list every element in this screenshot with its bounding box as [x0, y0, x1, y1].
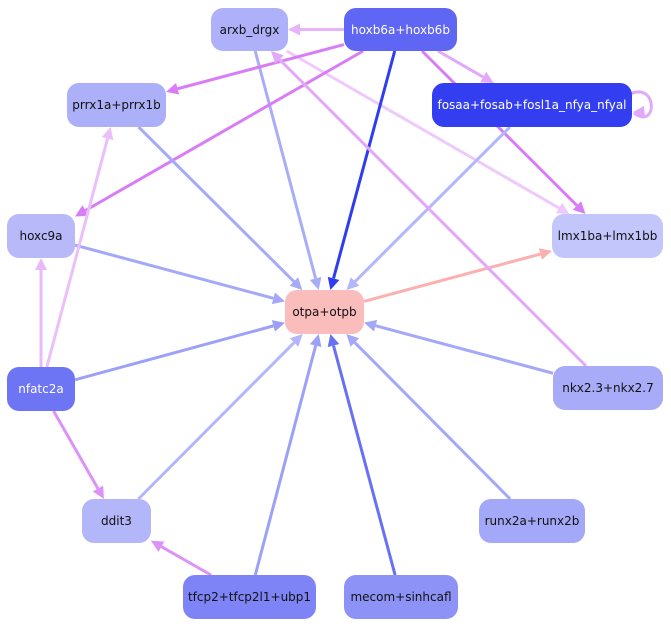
- node-runx2a-runx2b[interactable]: runx2a+runx2b: [479, 499, 585, 543]
- node-label: hoxc9a: [19, 229, 63, 243]
- edge-nfatc2a-to-hoxc9: [35, 258, 47, 367]
- node-tfcp2-tfcp2l1-ubp1[interactable]: tfcp2+tfcp2l1+ubp1: [183, 575, 316, 619]
- node-lmx1ba-lmx1bb[interactable]: lmx1ba+lmx1bb: [552, 214, 663, 258]
- edge-tfcp2-to-ddit3: [151, 540, 212, 577]
- edge-fosaa-to-otpa: [346, 125, 512, 290]
- edge-runx2-to-otpa: [346, 334, 512, 501]
- edge-nfatc2a-to-ddit3: [52, 410, 104, 499]
- node-label: nfatc2a: [18, 382, 64, 396]
- node-arxb-drgx[interactable]: arxb_drgx: [211, 8, 288, 51]
- node-label: fosaa+fosab+fosl1a_nfya_nfyal: [437, 98, 627, 112]
- node-label: arxb_drgx: [219, 22, 280, 37]
- edge-ddit3-to-otpa: [137, 334, 303, 501]
- edge-nfatc2a-to-prrx1: [45, 127, 114, 368]
- edge-hoxb6-to-otpa: [327, 50, 397, 290]
- edge-nkx2-to-arxb: [271, 51, 588, 368]
- edge-hoxb6-to-prrx1: [166, 43, 345, 95]
- node-label: otpa+otpb: [292, 305, 357, 319]
- node-fosaa-fosab-fosl1a-nfya-nfyal[interactable]: fosaa+fosab+fosl1a_nfya_nfyal: [432, 83, 632, 127]
- edge-hoxb6-to-arxb: [288, 23, 344, 36]
- node-otpa-otpb[interactable]: otpa+otpb: [285, 290, 364, 334]
- node-nfatc2a[interactable]: nfatc2a: [7, 367, 75, 411]
- node-hoxb6a-hoxb6b[interactable]: hoxb6a+hoxb6b: [344, 8, 457, 51]
- edge-mecom-to-otpa: [327, 334, 397, 576]
- node-label: lmx1ba+lmx1bb: [557, 229, 658, 243]
- node-label: nkx2.3+nkx2.7: [562, 381, 654, 395]
- node-nkx2-3-nkx2-7[interactable]: nkx2.3+nkx2.7: [553, 366, 663, 410]
- node-label: tfcp2+tfcp2l1+ubp1: [187, 590, 312, 604]
- edge-arxb-to-lmx1b: [286, 49, 570, 214]
- node-label: hoxb6a+hoxb6b: [351, 22, 450, 37]
- node-label: ddit3: [101, 514, 132, 528]
- edge-hoxb6-to-hoxc9: [75, 49, 364, 217]
- edge-hoxb6-to-fosaa: [437, 49, 494, 83]
- edge-otpa-to-lmx1b: [363, 248, 552, 303]
- node-label: prrx1a+prrx1b: [72, 98, 161, 112]
- node-label: mecom+sinhcafl: [350, 590, 452, 604]
- edge-fosaa-to-fosaa: [627, 90, 653, 119]
- edge-hoxc9-to-otpa: [74, 243, 285, 305]
- edge-prrx1-to-otpa: [137, 125, 303, 290]
- edge-tfcp2-to-otpa: [253, 334, 322, 576]
- node-label: runx2a+runx2b: [484, 514, 580, 528]
- edge-hoxb6-to-lmx1b: [420, 49, 586, 214]
- edge-nkx2-to-otpa: [364, 319, 554, 375]
- node-hoxc9a[interactable]: hoxc9a: [7, 214, 75, 258]
- edge-nfatc2a-to-otpa: [74, 320, 285, 382]
- node-mecom-sinhcafl[interactable]: mecom+sinhcafl: [344, 575, 458, 619]
- node-prrx1a-prrx1b[interactable]: prrx1a+prrx1b: [67, 83, 166, 127]
- edge-arxb-to-otpa: [253, 50, 322, 290]
- node-ddit3[interactable]: ddit3: [82, 499, 151, 543]
